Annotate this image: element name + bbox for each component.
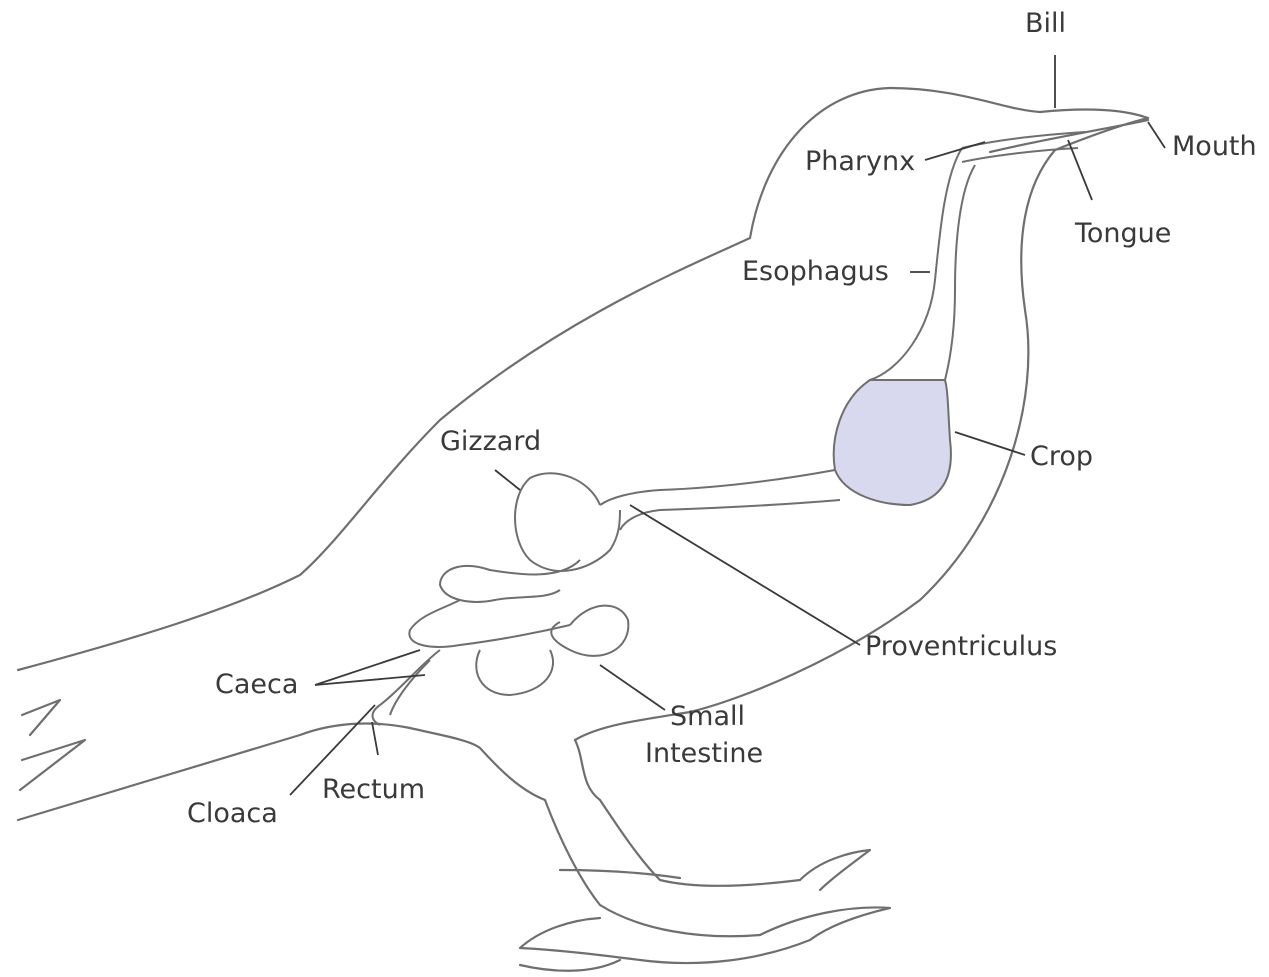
label-crop: Crop bbox=[1030, 441, 1093, 472]
label-gizzard: Gizzard bbox=[440, 426, 541, 457]
label-esophagus: Esophagus bbox=[742, 256, 889, 287]
label-cloaca: Cloaca bbox=[187, 798, 278, 829]
small-intestine-coils bbox=[440, 560, 580, 602]
bird-body-outline bbox=[18, 88, 1148, 971]
label-mouth: Mouth bbox=[1172, 131, 1257, 162]
label-small-intestine-line2: Intestine bbox=[645, 738, 763, 769]
label-rectum: Rectum bbox=[322, 774, 425, 805]
label-bill: Bill bbox=[1025, 8, 1066, 39]
label-proventriculus: Proventriculus bbox=[865, 631, 1057, 662]
crop-organ bbox=[834, 380, 951, 505]
label-tongue: Tongue bbox=[1074, 218, 1171, 249]
label-small-intestine-line1: Small bbox=[670, 701, 745, 732]
gizzard-organ bbox=[515, 473, 620, 571]
label-caeca: Caeca bbox=[215, 669, 298, 700]
leader-lines bbox=[290, 55, 1165, 795]
label-pharynx: Pharynx bbox=[805, 146, 915, 177]
